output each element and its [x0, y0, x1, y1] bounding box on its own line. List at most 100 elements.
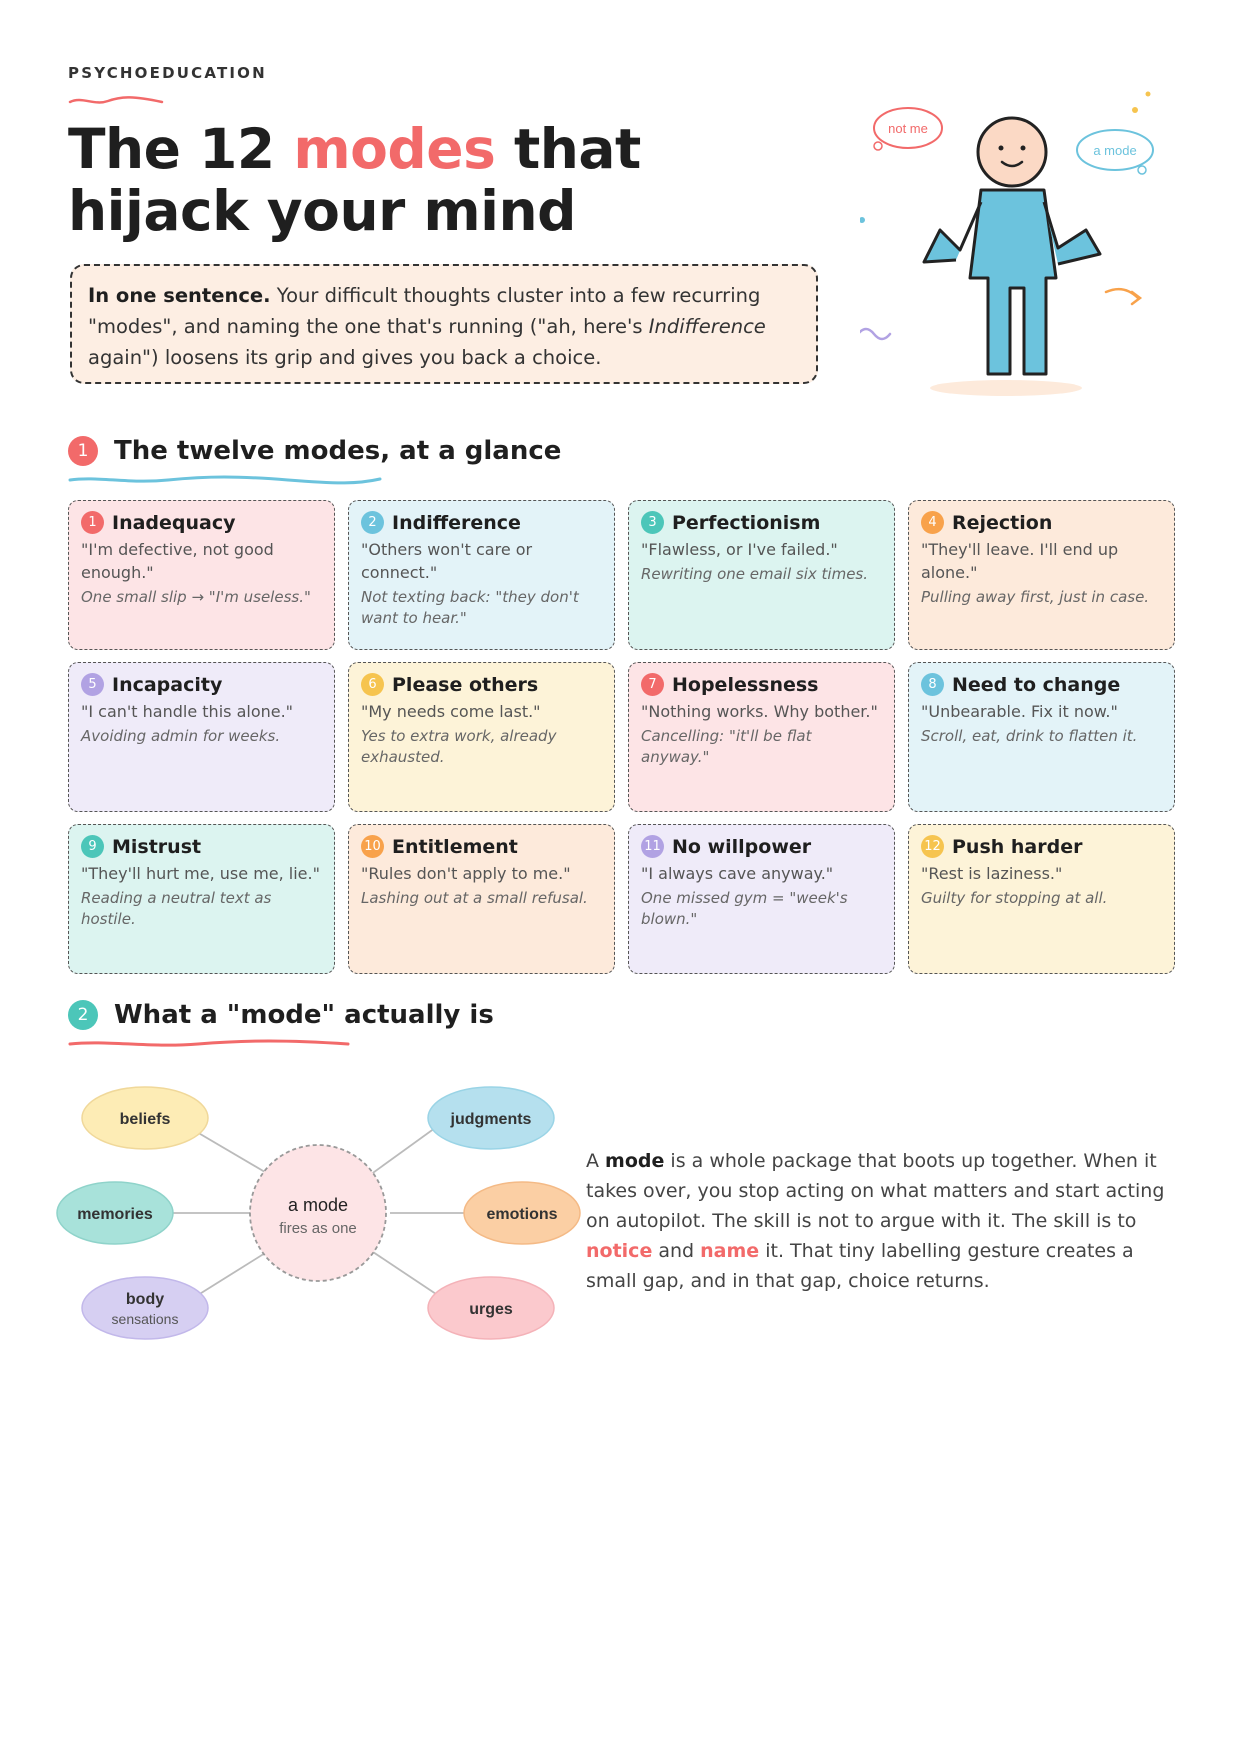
mode-name: Please others	[392, 673, 539, 696]
mode-card: 4 Rejection "They'll leave. I'll end up al…	[908, 500, 1175, 650]
section-1-heading: 1 The twelve modes, at a glance	[68, 436, 561, 466]
mode-diagram: a mode fires as one beliefs memories bod…	[56, 1086, 581, 1340]
mode-quote: "My needs come last."	[361, 702, 541, 721]
mode-number-badge: 2	[361, 511, 384, 534]
mode-card: 2 Indifference "Others won't care or conne…	[348, 500, 615, 650]
mode-card: 6 Please others "My needs come last." Yes t…	[348, 662, 615, 812]
mode-example: One missed gym = "week's blown."	[641, 889, 848, 928]
mode-quote: "I can't handle this alone."	[81, 702, 294, 721]
mode-card: 11 No willpower "I always cave anyway." One…	[628, 824, 895, 974]
node-beliefs: beliefs	[81, 1086, 209, 1150]
center-node: a mode fires as one	[249, 1144, 387, 1282]
section-1-title: The twelve modes, at a glance	[114, 436, 562, 466]
mode-number-badge: 8	[921, 673, 944, 696]
mode-quote: "Rules don't apply to me."	[361, 864, 571, 883]
modes-grid: 1 Inadequacy "I'm defective, not good enou…	[68, 500, 1176, 974]
squiggle-decoration	[68, 96, 164, 104]
mode-quote: "Nothing works. Why bother."	[641, 702, 878, 721]
bubble-not-me: not me	[873, 107, 943, 151]
mode-quote: "Unbearable. Fix it now."	[921, 702, 1118, 721]
mode-number-badge: 10	[361, 835, 384, 858]
page-title: The 12 modes that hijack your mind	[68, 117, 641, 243]
mode-quote: "I'm defective, not good enough."	[81, 540, 274, 582]
section-2-number: 2	[68, 1000, 98, 1030]
mode-example: Pulling away first, just in case.	[921, 588, 1150, 606]
mode-card-header: 3 Perfectionism	[641, 511, 882, 534]
mode-name: Hopelessness	[672, 673, 819, 696]
mode-example: Cancelling: "it'll be flat anyway."	[641, 727, 812, 766]
mode-number-badge: 11	[641, 835, 664, 858]
mode-number-badge: 6	[361, 673, 384, 696]
mode-card-header: 10 Entitlement	[361, 835, 602, 858]
mode-card: 3 Perfectionism "Flawless, or I've failed.…	[628, 500, 895, 650]
mode-card-header: 2 Indifference	[361, 511, 602, 534]
mode-quote: "They'll leave. I'll end up alone."	[921, 540, 1119, 582]
mode-name: Indifference	[392, 511, 521, 534]
mode-example: Avoiding admin for weeks.	[81, 727, 281, 745]
mode-quote: "Rest is laziness."	[921, 864, 1063, 883]
mode-card: 8 Need to change "Unbearable. Fix it now."…	[908, 662, 1175, 812]
mode-example: Guilty for stopping at all.	[921, 889, 1108, 907]
mode-card-header: 1 Inadequacy	[81, 511, 322, 534]
svg-text:body: body	[126, 1291, 164, 1308]
mode-example: Rewriting one email six times.	[641, 565, 869, 583]
summary-box: In one sentence. Your difficult thoughts…	[70, 264, 818, 384]
person-illustration: not me a mode	[860, 91, 1154, 396]
svg-text:urges: urges	[469, 1301, 513, 1318]
node-memories: memories	[56, 1181, 174, 1245]
svg-text:not me: not me	[888, 121, 928, 136]
mode-quote: "I always cave anyway."	[641, 864, 834, 883]
mode-card-header: 6 Please others	[361, 673, 602, 696]
mode-number-badge: 3	[641, 511, 664, 534]
mode-card-header: 8 Need to change	[921, 673, 1162, 696]
section-1-number: 1	[68, 436, 98, 466]
svg-text:beliefs: beliefs	[120, 1111, 171, 1128]
node-body-sensations: body sensations	[81, 1276, 209, 1340]
mode-card: 1 Inadequacy "I'm defective, not good enou…	[68, 500, 335, 650]
mode-name: Push harder	[952, 835, 1083, 858]
mode-number-badge: 12	[921, 835, 944, 858]
section-1-underline	[68, 475, 382, 485]
mode-name: Inadequacy	[112, 511, 236, 534]
svg-text:sensations: sensations	[112, 1311, 179, 1327]
svg-text:a mode: a mode	[1093, 143, 1136, 158]
bubble-a-mode: a mode	[1076, 129, 1154, 175]
mode-example: Not texting back: "they don't want to he…	[361, 588, 579, 627]
mode-card: 10 Entitlement "Rules don't apply to me." L…	[348, 824, 615, 974]
mode-example: Yes to extra work, already exhausted.	[361, 727, 557, 766]
mode-number-badge: 4	[921, 511, 944, 534]
mode-card: 12 Push harder "Rest is laziness." Guilty f…	[908, 824, 1175, 974]
node-urges: urges	[427, 1276, 555, 1340]
svg-text:memories: memories	[77, 1206, 153, 1223]
section-2-heading: 2 What a "mode" actually is	[68, 1000, 494, 1030]
summary-lead: In one sentence.	[88, 284, 271, 307]
mode-quote: "They'll hurt me, use me, lie."	[81, 864, 320, 883]
eyebrow-label: PSYCHOEDUCATION	[68, 64, 267, 82]
mode-quote: "Others won't care or connect."	[361, 540, 533, 582]
mode-example: One small slip → "I'm useless."	[81, 588, 311, 606]
mode-card-header: 11 No willpower	[641, 835, 882, 858]
node-judgments: judgments	[427, 1086, 555, 1150]
mode-number-badge: 1	[81, 511, 104, 534]
mode-name: Rejection	[952, 511, 1053, 534]
svg-text:fires as one: fires as one	[279, 1220, 357, 1237]
mode-quote: "Flawless, or I've failed."	[641, 540, 838, 559]
svg-text:emotions: emotions	[486, 1206, 557, 1223]
mode-name: Entitlement	[392, 835, 518, 858]
mode-example: Reading a neutral text as hostile.	[81, 889, 272, 928]
mode-card-header: 4 Rejection	[921, 511, 1162, 534]
mode-number-badge: 9	[81, 835, 104, 858]
mode-name: No willpower	[672, 835, 812, 858]
mode-name: Incapacity	[112, 673, 223, 696]
mode-explanation: A mode is a whole package that boots up …	[586, 1150, 1165, 1292]
svg-text:judgments: judgments	[450, 1111, 532, 1128]
mode-card-header: 12 Push harder	[921, 835, 1162, 858]
mode-example: Scroll, eat, drink to flatten it.	[921, 727, 1138, 745]
mode-name: Perfectionism	[672, 511, 821, 534]
mode-example: Lashing out at a small refusal.	[361, 889, 588, 907]
mode-name: Need to change	[952, 673, 1121, 696]
